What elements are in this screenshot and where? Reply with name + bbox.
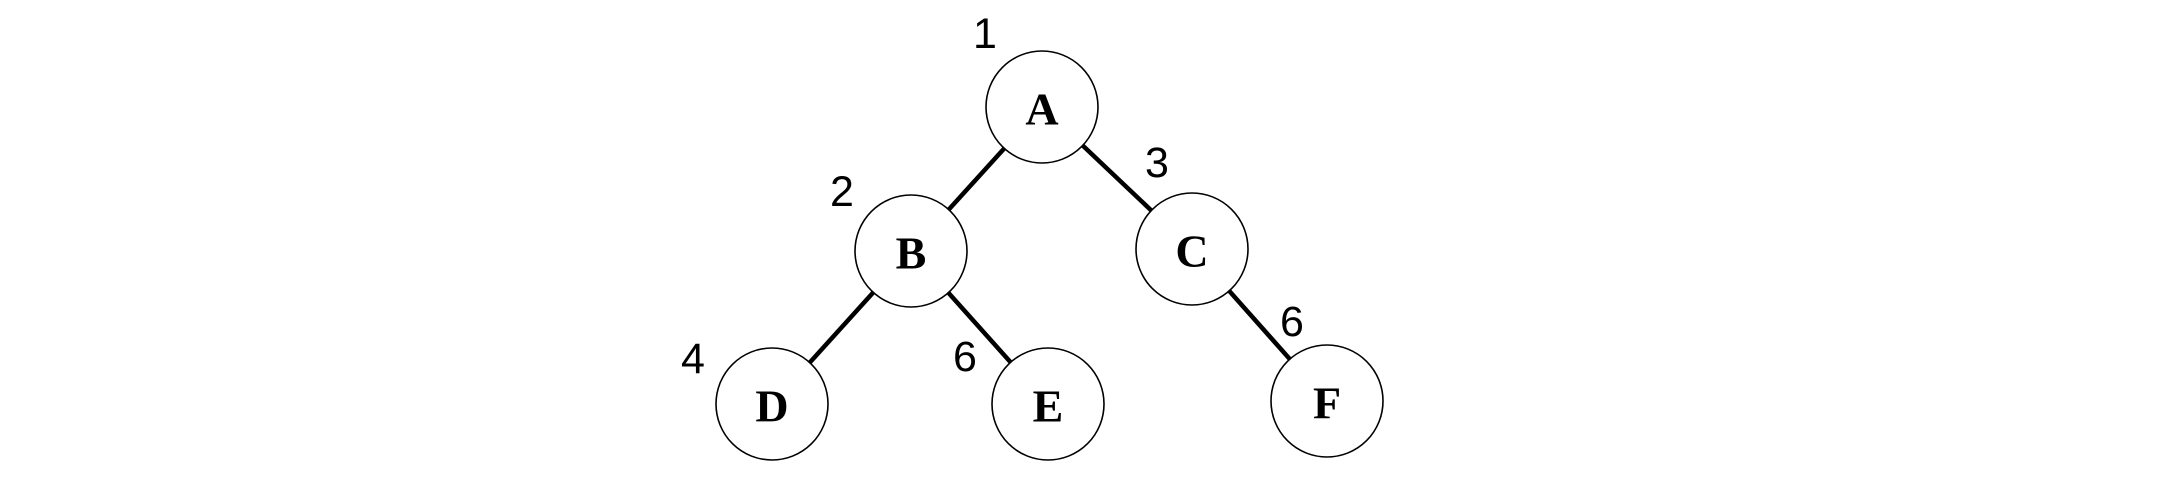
node-B: B2 bbox=[830, 168, 968, 308]
node-C-circle bbox=[1135, 192, 1249, 306]
edge-A-C bbox=[1081, 143, 1153, 213]
node-C-number: 3 bbox=[1145, 139, 1169, 187]
node-D: D4 bbox=[681, 335, 829, 461]
node-B-label: B bbox=[896, 228, 927, 279]
edges-layer bbox=[808, 143, 1292, 365]
node-D-circle bbox=[715, 347, 829, 461]
node-A-number: 1 bbox=[973, 10, 997, 58]
node-C: C3 bbox=[1135, 139, 1249, 306]
node-E-circle bbox=[991, 347, 1105, 461]
edge-B-D bbox=[808, 290, 875, 365]
node-C-label: C bbox=[1175, 226, 1208, 277]
node-F-circle bbox=[1270, 344, 1384, 458]
node-D-number: 4 bbox=[681, 335, 705, 383]
node-E: E6 bbox=[953, 333, 1105, 461]
edge-C-F bbox=[1227, 289, 1292, 361]
node-D-label: D bbox=[755, 381, 788, 432]
edge-A-B bbox=[947, 146, 1006, 212]
node-A-label: A bbox=[1025, 84, 1058, 135]
node-B-circle bbox=[854, 194, 968, 308]
node-E-number: 6 bbox=[953, 333, 977, 381]
node-E-label: E bbox=[1033, 381, 1064, 432]
node-F-number: 6 bbox=[1280, 298, 1304, 346]
edge-B-E bbox=[946, 291, 1013, 364]
node-F-label: F bbox=[1313, 378, 1341, 429]
node-B-number: 2 bbox=[830, 168, 854, 216]
node-F: F6 bbox=[1270, 298, 1384, 458]
node-A: A1 bbox=[973, 10, 1099, 164]
node-A-circle bbox=[985, 50, 1099, 164]
